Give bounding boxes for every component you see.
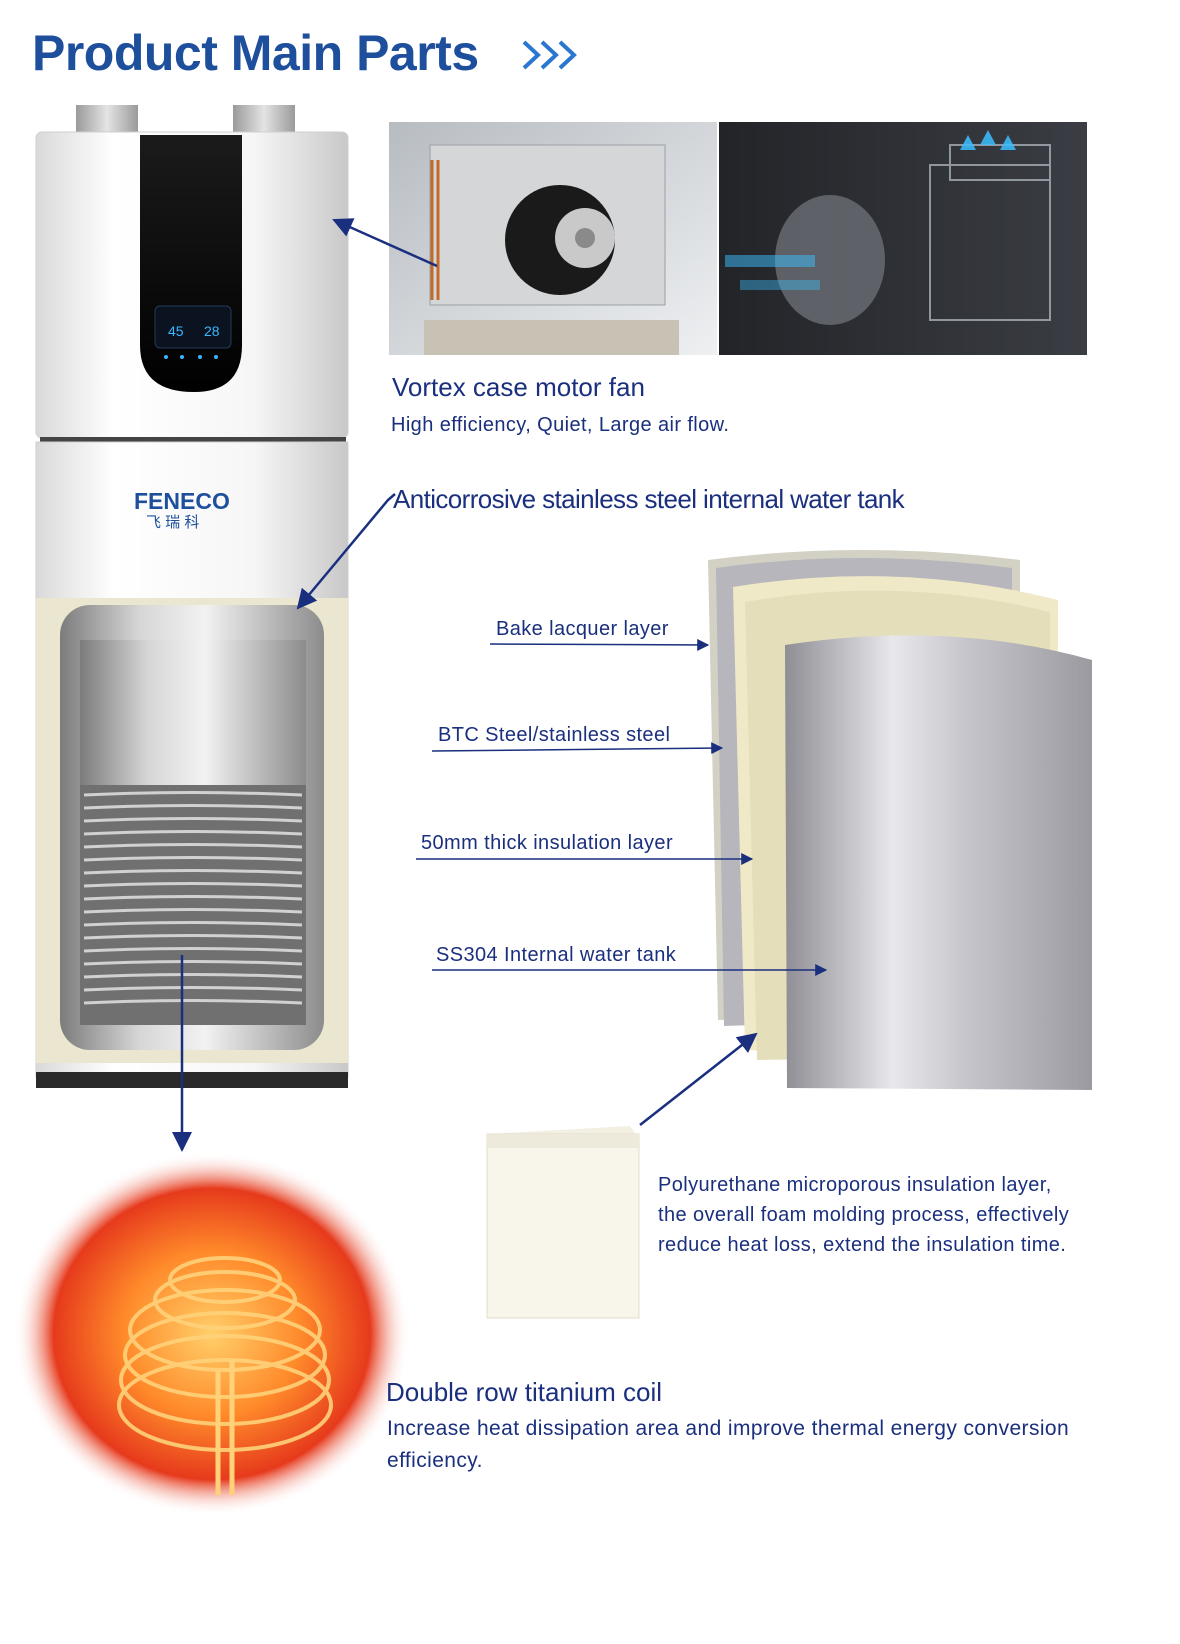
page-title: Product Main Parts	[32, 25, 479, 81]
display-temp-1: 45	[168, 323, 184, 339]
fan-title: Vortex case motor fan	[392, 372, 645, 402]
layer-label-ss304-tank: SS304 Internal water tank	[436, 944, 677, 966]
coil-title: Double row titanium coil	[386, 1377, 663, 1407]
layer-label-steel: BTC Steel/stainless steel	[438, 724, 671, 746]
layer-label-insulation: 50mm thick insulation layer	[421, 832, 674, 854]
brand-logo-cn: 飞 瑞 科	[146, 514, 199, 531]
triple-chevron-right-icon	[522, 40, 577, 70]
brand-logo: FENECO	[134, 488, 230, 514]
layer-label-bake-lacquer: Bake lacquer layer	[496, 618, 669, 640]
fan-description: High efficiency, Quiet, Large air flow.	[391, 414, 730, 436]
coil-description: Increase heat dissipation area and impro…	[387, 1417, 1070, 1472]
tank-title: Anticorrosive stainless steel internal w…	[393, 484, 905, 514]
display-temp-2: 28	[204, 323, 220, 339]
foam-description: Polyurethane microporous insulation laye…	[658, 1174, 1070, 1256]
